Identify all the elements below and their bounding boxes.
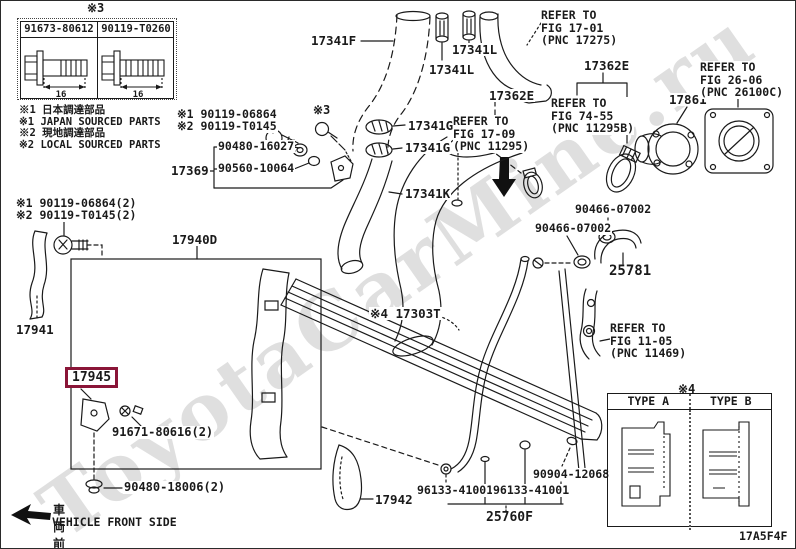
part-label-90466-upper[interactable]: 90466-07002	[574, 202, 653, 216]
note-4-table: ※4	[678, 382, 696, 396]
figure-id: 17A5F4F	[739, 529, 788, 543]
part-label-17362e-right[interactable]: 17362E	[583, 58, 631, 73]
type-comparison-table: TYPE A TYPE B	[607, 393, 772, 530]
clamp-17341g-drawing	[365, 119, 406, 158]
part-label-90560-10064[interactable]: 90560-10064	[217, 161, 296, 175]
bolt-drawing-right: 16	[101, 50, 165, 98]
part-label-17303t[interactable]: ※4 17303T	[369, 306, 442, 321]
bolt-col-header-left: 91673-80612	[21, 22, 97, 38]
part-label-90904[interactable]: 90904-12068	[532, 467, 611, 481]
part-label-90466-lower[interactable]: 90466-07002	[534, 221, 613, 235]
part-label-91671[interactable]: 91671-80616(2)	[111, 425, 215, 439]
down-arrow-indicator	[492, 157, 516, 197]
hose-17341f-drawing	[352, 10, 431, 154]
bracket-17369-group-drawing	[205, 121, 354, 189]
type-b-header: TYPE B	[709, 394, 752, 408]
note-3-mid: ※3	[313, 103, 331, 117]
type-a-drawing	[608, 410, 689, 530]
part-label-17341k[interactable]: 17341K	[404, 186, 452, 201]
bracket-17941-drawing	[29, 230, 48, 322]
bolt-drawing-left: 16	[24, 50, 88, 98]
part-label-17341l-lower[interactable]: 17341L	[428, 62, 476, 77]
bracket-17942-drawing	[321, 426, 439, 511]
note-label-90119-t0145-2[interactable]: ※2 90119-T0145(2)	[15, 208, 138, 222]
part-label-96133-left[interactable]: 96133-41001	[416, 483, 495, 497]
heater-pipe-cluster-drawing	[450, 217, 642, 473]
part-label-25781[interactable]: 25781	[608, 263, 653, 279]
part-label-90480-16027[interactable]: 90480-16027	[217, 139, 296, 153]
throttle-body-drawing	[704, 98, 774, 174]
bracket-17945-drawing	[80, 388, 144, 494]
front-direction-arrow-icon	[11, 504, 51, 525]
bolt-dim-left: 16	[56, 90, 67, 98]
legend-jp2: ※2 現地調達部品	[19, 127, 106, 139]
part-label-17341g-upper[interactable]: 17341G	[407, 118, 455, 133]
water-inlet-17861-drawing	[634, 106, 699, 175]
refer-1709-leader	[451, 152, 463, 207]
bolt-dim-right: 16	[133, 90, 144, 98]
type-table-divider	[688, 394, 691, 409]
air-inlet-drawing	[479, 11, 552, 104]
part-label-17341f[interactable]: 17341F	[310, 33, 358, 48]
orientation-label-en: VEHICLE FRONT SIDE	[52, 515, 177, 529]
note-4-inline: ※4	[370, 306, 388, 321]
part-label-17942[interactable]: 17942	[374, 492, 414, 507]
type-b-drawing	[691, 410, 772, 530]
part-label-17941[interactable]: 17941	[15, 322, 55, 337]
note-3-table: ※3	[87, 1, 105, 15]
sourcing-legend: ※1 日本調達部品 ※1 JAPAN SOURCED PARTS ※2 現地調達…	[19, 104, 161, 151]
clamp-17362e-left-drawing	[494, 100, 543, 199]
clamp-17362e-right-drawing	[576, 72, 641, 193]
clamp-17341l-drawing	[435, 10, 476, 61]
part-label-96133-right[interactable]: 96133-41001	[492, 483, 571, 497]
part-label-17945-highlighted[interactable]: 17945	[65, 367, 119, 388]
part-label-90480-18006[interactable]: 90480-18006(2)	[123, 480, 227, 494]
bolt-spec-table: 91673-80612 16 90119-T0260	[17, 18, 177, 100]
legend-en2: ※2 LOCAL SOURCED PARTS	[19, 138, 161, 151]
bolt-col-header-right: 90119-T0260	[98, 22, 174, 38]
part-label-17940d[interactable]: 17940D	[171, 232, 219, 247]
type-table-divider-body	[689, 410, 691, 530]
part-label-17369[interactable]: 17369	[170, 163, 210, 178]
part-label-25760f[interactable]: 25760F	[485, 510, 534, 525]
legend-en1: ※1 JAPAN SOURCED PARTS	[19, 115, 161, 128]
legend-jp1: ※1 日本調達部品	[19, 104, 106, 116]
part-label-17861[interactable]: 17861	[668, 92, 708, 107]
part-label-17341l-upper[interactable]: 17341L	[451, 42, 499, 57]
hose-17341k-drawing	[337, 158, 403, 275]
radiator-assembly-drawing	[53, 221, 603, 470]
part-label-17341g-lower[interactable]: 17341G	[404, 140, 452, 155]
orientation-label-jp: 車両前方	[53, 503, 66, 549]
note-label-90119-06864[interactable]: ※1 90119-06864	[176, 107, 278, 121]
note-label-90119-t0145[interactable]: ※2 90119-T0145	[176, 119, 278, 133]
orientation-indicator: 車両前方 VEHICLE FRONT SIDE	[9, 499, 177, 548]
type-a-header: TYPE A	[627, 394, 670, 408]
part-label-17362e-left[interactable]: 17362E	[488, 88, 536, 103]
pipe-grommet-group-drawing	[440, 440, 564, 513]
note-label-90119-06864-2[interactable]: ※1 90119-06864(2)	[15, 196, 138, 210]
